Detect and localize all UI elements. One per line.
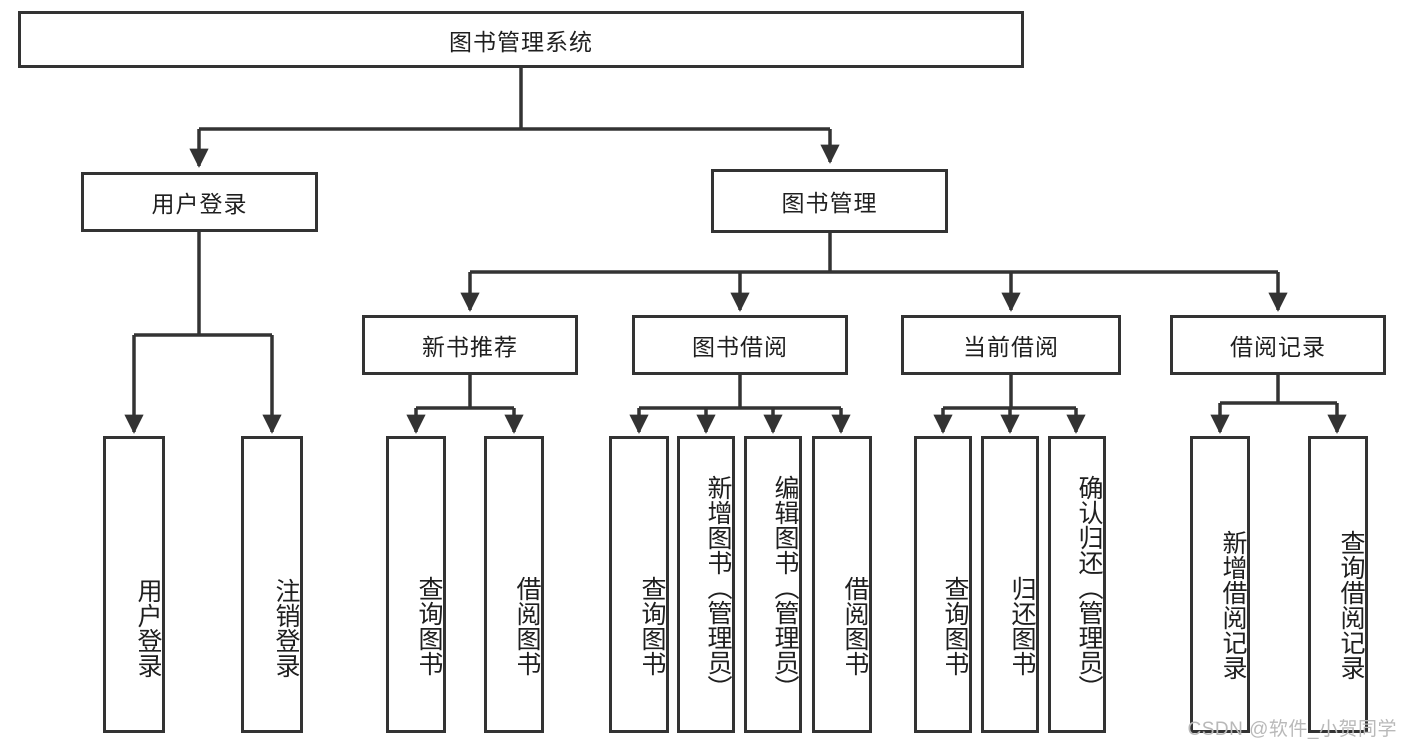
- node-leaf-query-book-2[interactable]: 查询图书: [609, 436, 669, 733]
- node-book-borrow-label: 图书借阅: [692, 334, 788, 360]
- node-leaf-user-login-label: 用户登录: [134, 577, 162, 678]
- node-new-book-recommend-label: 新书推荐: [422, 334, 518, 360]
- node-leaf-query-book-2-label: 查询图书: [638, 575, 666, 676]
- node-leaf-query-book-1[interactable]: 查询图书: [386, 436, 446, 733]
- node-book-manage-label: 图书管理: [781, 190, 878, 216]
- node-leaf-query-book-3-label: 查询图书: [941, 575, 969, 676]
- node-leaf-add-book-label: 新增图书（管理员）: [704, 475, 732, 700]
- node-leaf-query-record-label: 查询借阅记录: [1337, 529, 1365, 680]
- node-borrow-record[interactable]: 借阅记录: [1170, 315, 1386, 375]
- node-leaf-add-record[interactable]: 新增借阅记录: [1190, 436, 1250, 733]
- node-leaf-return-book[interactable]: 归还图书: [981, 436, 1039, 733]
- node-leaf-edit-book-label: 编辑图书（管理员）: [771, 475, 799, 700]
- node-borrow-record-label: 借阅记录: [1230, 334, 1326, 360]
- node-leaf-borrow-book-1[interactable]: 借阅图书: [484, 436, 544, 733]
- node-leaf-borrow-book-2-label: 借阅图书: [841, 575, 869, 676]
- node-new-book-recommend[interactable]: 新书推荐: [362, 315, 578, 375]
- node-book-borrow[interactable]: 图书借阅: [632, 315, 848, 375]
- node-leaf-add-book[interactable]: 新增图书（管理员）: [677, 436, 735, 733]
- node-user-login-label: 用户登录: [151, 191, 248, 217]
- node-root-label: 图书管理系统: [449, 28, 593, 55]
- node-book-manage[interactable]: 图书管理: [711, 169, 948, 233]
- node-user-login[interactable]: 用户登录: [81, 172, 318, 232]
- node-current-borrow-label: 当前借阅: [963, 334, 1059, 360]
- watermark-text: CSDN @软件_小贺同学: [1187, 719, 1397, 740]
- node-leaf-borrow-book-2[interactable]: 借阅图书: [812, 436, 872, 733]
- node-leaf-confirm-return[interactable]: 确认归还（管理员）: [1048, 436, 1106, 733]
- node-leaf-logout-label: 注销登录: [272, 577, 300, 678]
- node-leaf-logout[interactable]: 注销登录: [241, 436, 303, 733]
- node-leaf-user-login[interactable]: 用户登录: [103, 436, 165, 733]
- node-leaf-edit-book[interactable]: 编辑图书（管理员）: [744, 436, 802, 733]
- node-current-borrow[interactable]: 当前借阅: [901, 315, 1121, 375]
- node-leaf-confirm-return-label: 确认归还（管理员）: [1075, 475, 1103, 700]
- node-leaf-borrow-book-1-label: 借阅图书: [513, 575, 541, 676]
- node-leaf-query-record[interactable]: 查询借阅记录: [1308, 436, 1368, 733]
- node-leaf-add-record-label: 新增借阅记录: [1219, 529, 1247, 680]
- node-root[interactable]: 图书管理系统: [18, 11, 1024, 68]
- node-leaf-return-book-label: 归还图书: [1008, 575, 1036, 676]
- node-leaf-query-book-1-label: 查询图书: [415, 575, 443, 676]
- node-leaf-query-book-3[interactable]: 查询图书: [914, 436, 972, 733]
